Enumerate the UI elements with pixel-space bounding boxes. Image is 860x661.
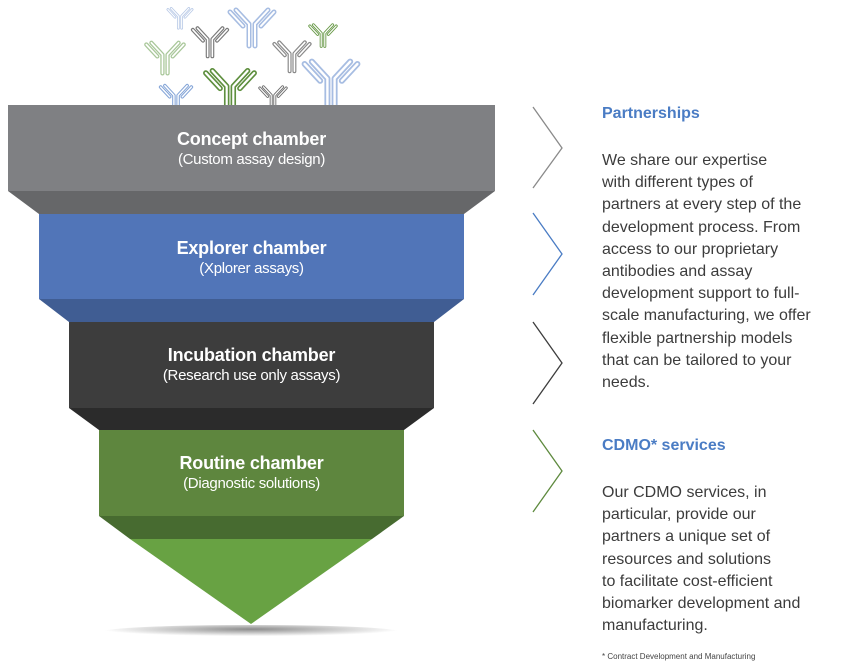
chevron-right-icon — [532, 321, 563, 405]
antibody-stroke-inner — [278, 41, 291, 73]
chevron-right-icon — [532, 429, 563, 513]
cdmo-body: Our CDMO services, in particular, provide… — [602, 482, 852, 637]
text-line: with different types of — [602, 174, 753, 192]
antibody-stroke-inner — [312, 24, 322, 48]
text-line: development support to full- — [602, 285, 800, 303]
antibody-stroke-inner — [327, 25, 337, 36]
antibody-stroke-inner — [145, 43, 159, 58]
antibody-icon — [166, 7, 194, 30]
antibody-stroke-inner — [340, 62, 359, 83]
text-line: particular, provide our — [602, 506, 756, 524]
text-line: to facilitate cost-efficient — [602, 572, 773, 590]
antibody-stroke-inner — [260, 11, 275, 27]
text-line: We share our expertise — [602, 152, 768, 169]
partnerships-heading: Partnerships — [602, 105, 700, 122]
funnel-tip-shadow — [101, 625, 401, 639]
cdmo-section: CDMO* services Our CDMO services, in part… — [602, 436, 852, 637]
text-line: antibodies and assay — [602, 263, 753, 281]
antibody-stroke-inner — [181, 86, 193, 98]
chevron-column — [532, 106, 563, 513]
antibody-stroke-inner — [166, 41, 180, 75]
text-line: Our CDMO services, in — [602, 484, 767, 501]
antibody-stroke-inner — [216, 29, 228, 42]
antibody-icon — [203, 68, 257, 114]
antibody-stroke-inner — [184, 8, 193, 18]
antibody-stroke-inner — [333, 60, 352, 107]
text-line: biomarker development and — [602, 595, 801, 613]
incubation-chamber: Incubation chamber (Research use only as… — [69, 322, 434, 408]
chamber-title: Explorer chamber — [176, 238, 327, 258]
antibody-stroke-inner — [196, 27, 209, 58]
antibody-icon — [272, 40, 312, 74]
incubation-connector — [69, 408, 434, 430]
antibody-stroke-inner — [273, 43, 286, 57]
antibody-stroke-inner — [259, 87, 269, 98]
antibody-stroke-inner — [211, 69, 228, 112]
text-line: access to our proprietary — [602, 240, 779, 258]
text-line: scale manufacturing, we offer — [602, 307, 811, 325]
text-line: resources and solutions — [602, 550, 771, 568]
antibody-icon — [227, 7, 277, 49]
routine-chamber: Routine chamber (Diagnostic solutions) — [99, 430, 404, 516]
antibody-stroke-inner — [181, 7, 190, 29]
antibody-stroke-inner — [238, 71, 256, 90]
concept-connector — [8, 191, 495, 214]
chamber-title: Concept chamber — [176, 129, 327, 149]
antibody-stroke-inner — [192, 29, 204, 42]
antibody-icon — [144, 40, 186, 76]
funnel-graphic — [8, 7, 495, 639]
antibody-icon — [308, 23, 338, 48]
text-line: needs. — [602, 374, 651, 392]
antibody-stroke-inner — [293, 41, 306, 73]
antibody-stroke-inner — [277, 87, 287, 98]
antibody-stroke-inner — [150, 41, 164, 75]
chamber-subtitle: (Xplorer assays) — [199, 260, 304, 277]
text-line: manufacturing. — [602, 617, 708, 635]
chamber-subtitle: (Diagnostic solutions) — [183, 475, 320, 492]
concept-chamber: Concept chamber (Custom assay design) — [8, 105, 495, 191]
antibody-icon — [258, 85, 288, 110]
routine-connector — [99, 516, 404, 539]
footnote: * Contract Development and Manufacturing — [602, 652, 756, 661]
cdmo-heading: CDMO* services — [602, 437, 726, 454]
text-line: that can be tailored to your — [602, 351, 792, 369]
antibody-stroke-inner — [309, 25, 319, 36]
partnerships-body: We share our expertise with different typ… — [602, 150, 852, 394]
chamber-title: Routine chamber — [179, 453, 324, 473]
antibody-icon — [301, 58, 361, 108]
antibody-stroke-inner — [170, 7, 179, 29]
funnel-tip-arrow — [130, 539, 372, 624]
antibody-cluster — [144, 7, 361, 114]
antibody-stroke-inner — [159, 86, 171, 98]
antibody-stroke-inner — [232, 69, 249, 112]
chamber-title: Incubation chamber — [167, 345, 336, 365]
antibody-stroke-inner — [235, 9, 250, 47]
funnel-diagram: Concept chamber (Custom assay design) Ex… — [8, 7, 495, 639]
antibody-stroke-inner — [204, 71, 222, 90]
antibody-stroke-inner — [310, 60, 329, 107]
chevron-right-icon — [532, 212, 563, 296]
antibody-stroke-inner — [167, 8, 176, 18]
chamber-subtitle: (Custom assay design) — [177, 151, 326, 168]
chevron-right-icon — [532, 106, 563, 189]
antibody-stroke-inner — [262, 86, 272, 110]
antibody-stroke-inner — [274, 86, 284, 110]
text-line: partners a unique set of — [602, 528, 771, 546]
partnerships-section: Partnerships We share our expertise with … — [602, 104, 852, 394]
antibody-stroke-inner — [171, 43, 185, 58]
antibody-stroke-inner — [298, 43, 311, 57]
text-line: partners at every step of the — [602, 196, 802, 214]
antibody-stroke-inner — [254, 9, 269, 47]
antibody-stroke-inner — [324, 24, 334, 48]
chamber-subtitle: (Research use only assays) — [162, 367, 341, 384]
antibody-stroke-inner — [303, 62, 322, 83]
text-line: development process. From — [602, 218, 801, 236]
text-line: flexible partnership models — [602, 329, 793, 347]
antibody-icon — [190, 26, 230, 59]
explorer-chamber: Explorer chamber (Xplorer assays) — [39, 214, 464, 299]
explorer-connector — [39, 299, 464, 322]
antibody-stroke-inner — [229, 11, 244, 27]
antibody-stroke-inner — [211, 27, 224, 58]
